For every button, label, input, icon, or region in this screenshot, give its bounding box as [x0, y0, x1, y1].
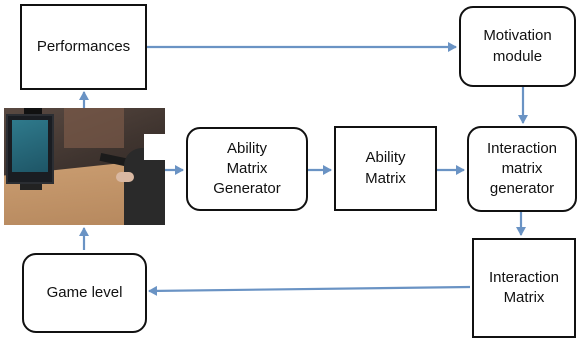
photo-monitor-screen	[12, 120, 48, 172]
photo-wall	[64, 108, 124, 148]
photo-hand	[116, 172, 134, 182]
photo-monitor	[6, 114, 54, 184]
game-level-label: Game level	[46, 283, 123, 301]
ability-matrix-node: Ability Matrix	[334, 126, 437, 211]
ability-matrix-generator-label: Ability Matrix Generator	[213, 139, 281, 198]
photo-monitor-stand	[20, 184, 42, 190]
motivation-module-label: Motivation module	[483, 27, 552, 65]
ability-matrix-generator-node: Ability Matrix Generator	[186, 127, 308, 211]
photo-person	[124, 148, 165, 225]
ability-matrix-label: Ability Matrix	[365, 149, 406, 187]
motivation-module-node: Motivation module	[459, 6, 576, 87]
performances-node: Performances	[20, 4, 147, 90]
user-playing-photo	[4, 108, 165, 225]
performances-label: Performances	[36, 37, 131, 55]
photo-camera	[24, 108, 42, 114]
interaction-matrix-label: Interaction Matrix	[488, 268, 560, 306]
interaction-matrix-generator-node: Interaction matrix generator	[467, 126, 577, 212]
game-level-node: Game level	[22, 253, 147, 333]
interaction-matrix-node: Interaction Matrix	[472, 238, 576, 338]
photo-face-mask	[144, 134, 165, 160]
interaction-matrix-generator-label: Interaction matrix generator	[486, 139, 558, 198]
arrow-interaction-matrix-to-game-level	[148, 285, 471, 296]
